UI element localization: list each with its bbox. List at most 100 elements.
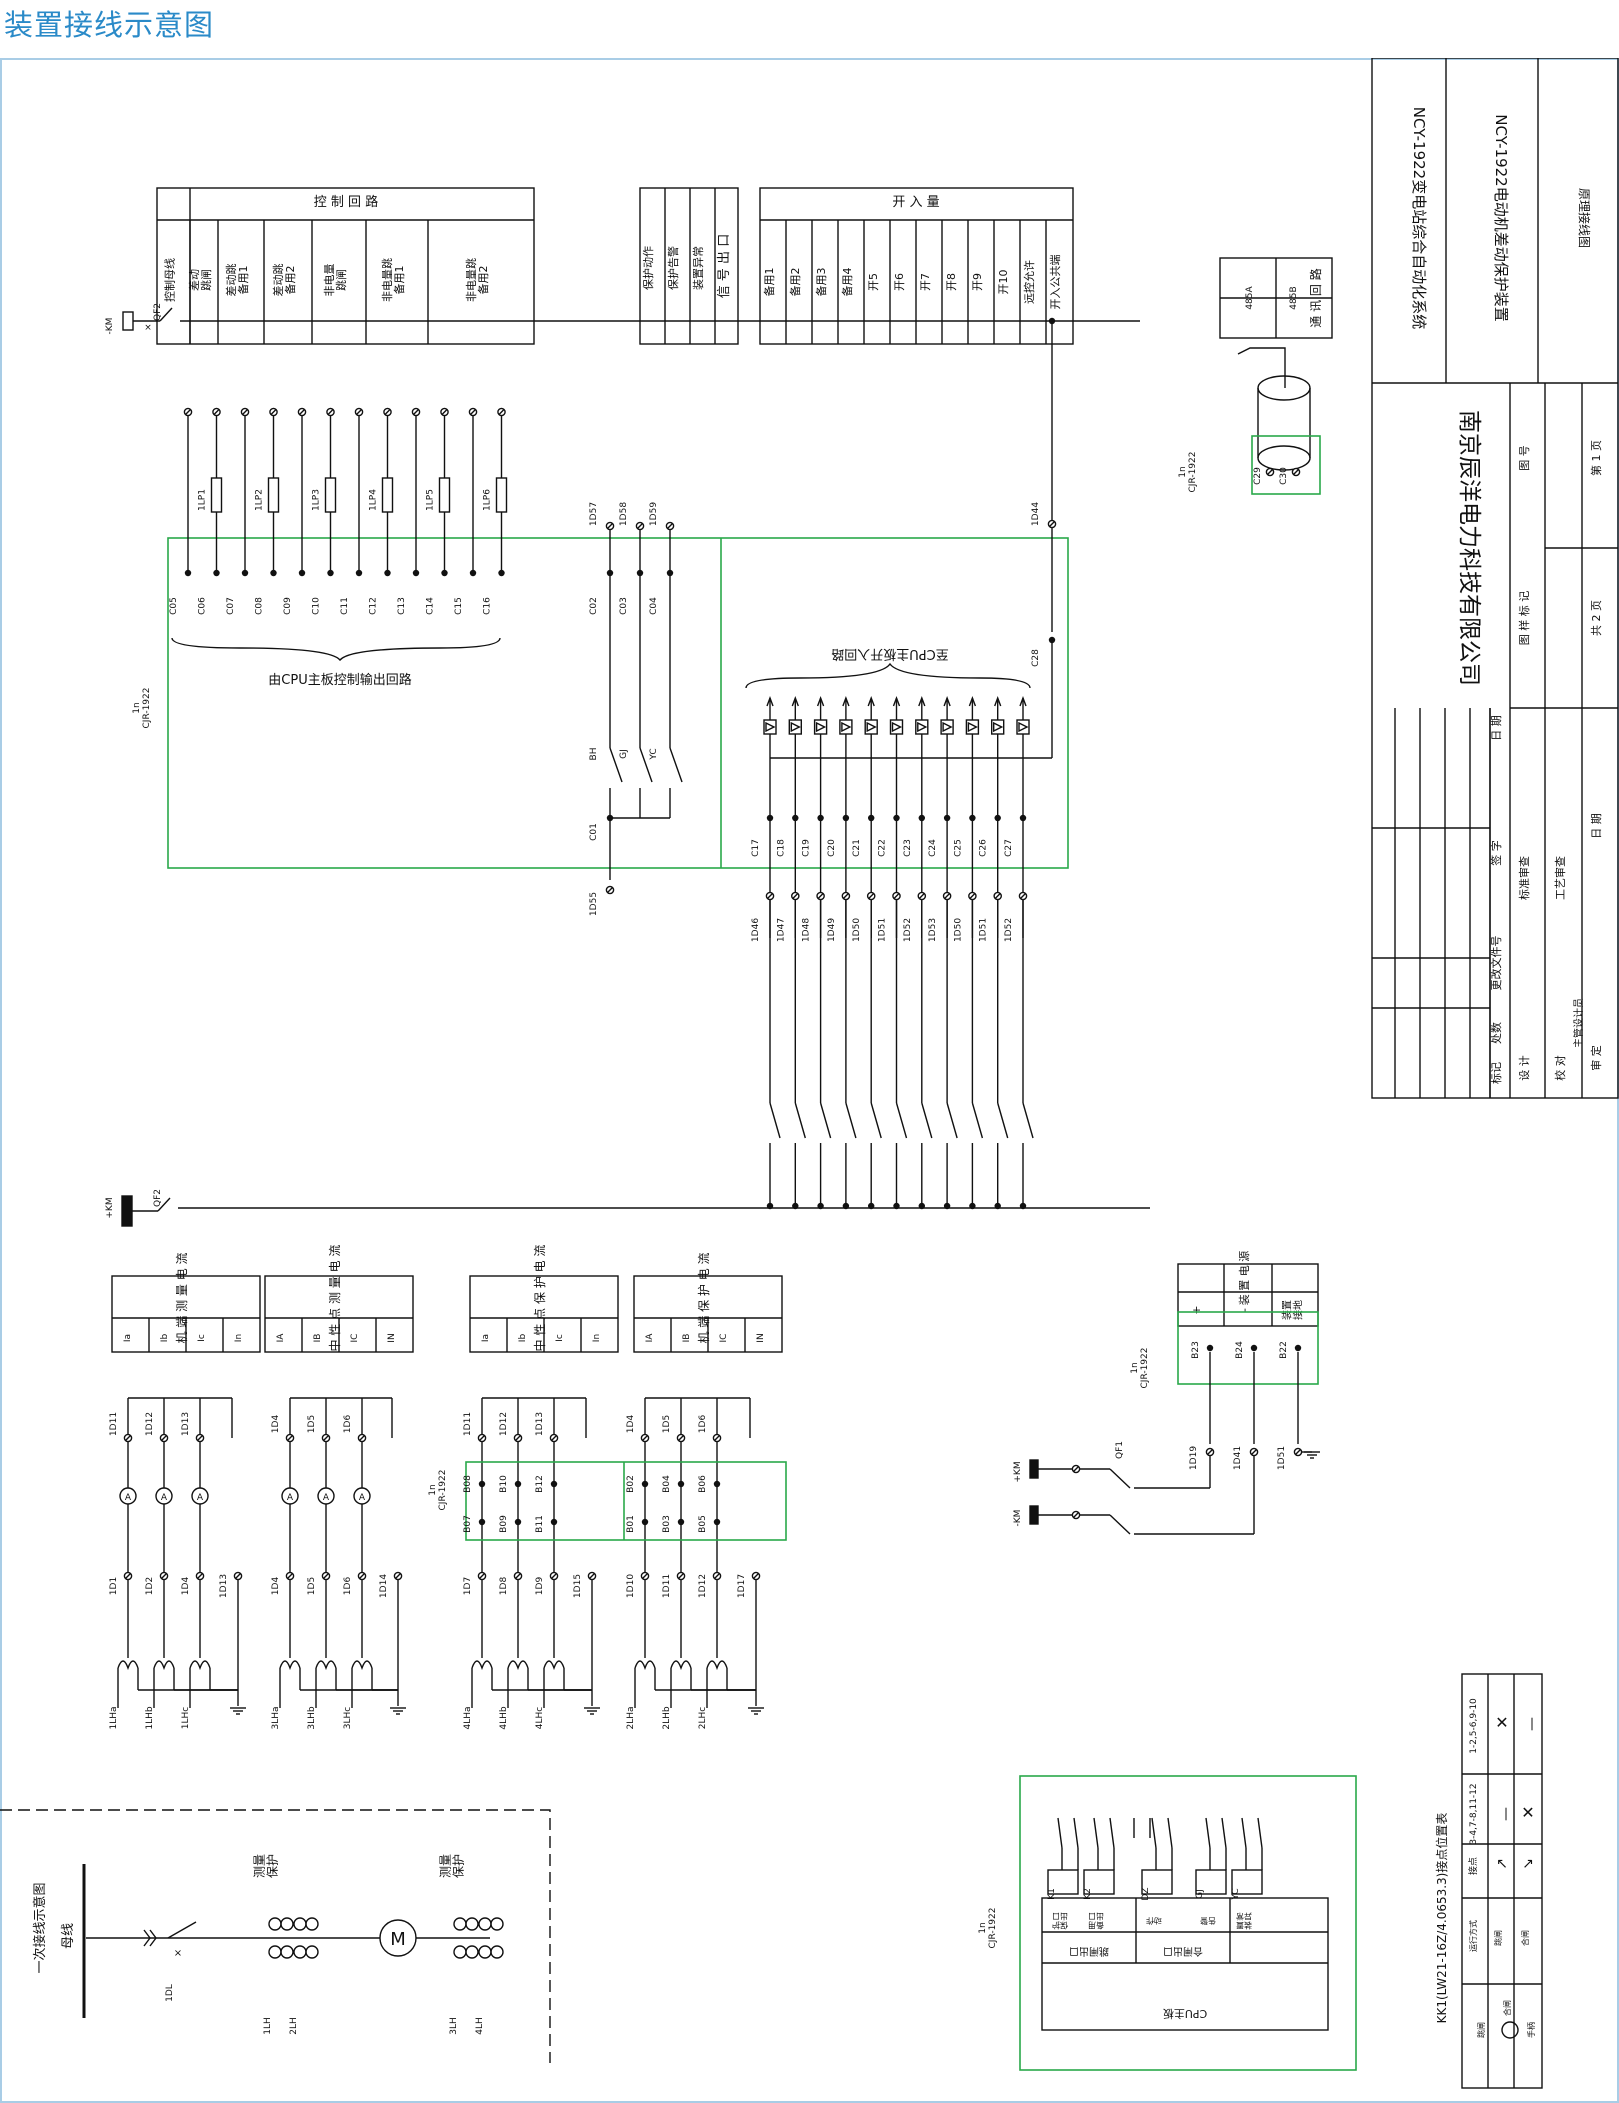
- output-term-label: C14: [426, 597, 436, 615]
- kk-cell-on: ✕: [1521, 1803, 1534, 1822]
- arrow-icon: [791, 696, 799, 707]
- comm-term: C29: [1253, 467, 1263, 485]
- kk-cell-on: ✕: [1495, 1713, 1508, 1732]
- pressure-plate: [438, 477, 451, 513]
- ct-coil-icon: [670, 1660, 692, 1671]
- power-d: 1D51: [1277, 1446, 1287, 1470]
- ground-icon: [1304, 1451, 1320, 1459]
- arrow-icon: [842, 696, 850, 707]
- ammeter-label: A: [359, 1493, 366, 1503]
- pub-term-label: C28: [1031, 649, 1041, 667]
- b-top-label: B10: [499, 1475, 509, 1493]
- breaker: [167, 1921, 197, 1939]
- ct-top-label: 1D12: [145, 1412, 155, 1436]
- terminal: [1071, 1464, 1081, 1474]
- current-col-label: IN: [387, 1333, 397, 1342]
- ct-ring-icon: [293, 1917, 307, 1931]
- ct-top-label: 1D11: [463, 1412, 473, 1436]
- contact-label: YC: [649, 748, 659, 760]
- ct-bot-label: 1D4: [271, 1577, 281, 1596]
- power-pos-label: +KM: [1013, 1461, 1023, 1482]
- terminal: [357, 1433, 367, 1443]
- output-terminal: [183, 407, 193, 417]
- ct-bot-label: 1D11: [662, 1574, 672, 1598]
- ct-primary-label: 1LH: [263, 2017, 273, 2035]
- input-terminal: [1018, 891, 1028, 901]
- ct-label: 2LHa: [626, 1706, 636, 1729]
- junction-dot: [1048, 636, 1056, 644]
- ammeter-label: A: [287, 1493, 294, 1503]
- contact: [609, 747, 623, 783]
- current-col-label: In: [592, 1334, 602, 1342]
- output-term-label: C08: [255, 597, 265, 615]
- input-term-label: C27: [1004, 839, 1014, 857]
- ct-bot-label: 1D15: [573, 1574, 583, 1598]
- title-block: [1371, 58, 1619, 1099]
- pressure-plate: [495, 477, 508, 513]
- output-term-label: C11: [340, 597, 350, 615]
- ct-label: 3LHb: [307, 1706, 317, 1730]
- wire: [1241, 1817, 1247, 1849]
- relay-cell: 动作: [1146, 1916, 1162, 1926]
- terminal: [605, 521, 615, 531]
- ct-bot-label: 1D13: [219, 1574, 229, 1598]
- power-pos: +: [1190, 1305, 1203, 1314]
- input-column-label: 备用1: [762, 268, 776, 297]
- switch-contact: [895, 1102, 908, 1139]
- diode-icon: [790, 721, 801, 733]
- input-d-label: 1D50: [852, 918, 862, 942]
- pressure-plate: [324, 477, 337, 513]
- relay-coil: [1047, 1869, 1079, 1895]
- ammeter-label: A: [125, 1493, 132, 1503]
- input-term-label: C19: [802, 839, 812, 857]
- ct-bot-label: 1D6: [343, 1577, 353, 1596]
- control-column-label: 差动跳备用1: [224, 264, 250, 297]
- current-col-label: IN: [756, 1333, 766, 1342]
- input-terminal: [993, 891, 1003, 901]
- junction-dot: [677, 1518, 685, 1526]
- ct-label: 3LHc: [343, 1707, 353, 1730]
- junction-dot: [327, 569, 334, 577]
- qf2-label: QF2: [153, 303, 163, 321]
- arrow-icon: [918, 696, 926, 707]
- current-col-label: Ic: [555, 1334, 565, 1342]
- ct-bot-label: 1D9: [535, 1577, 545, 1596]
- output-terminal: [297, 407, 307, 417]
- terminal: [233, 1571, 243, 1581]
- ct-coil-icon: [351, 1660, 373, 1671]
- kk-cell-off: —: [1524, 1717, 1540, 1731]
- pub-d-label: 1D44: [1031, 502, 1041, 526]
- ground-icon: [230, 1707, 246, 1715]
- output-term-label: C12: [369, 597, 379, 615]
- rev-mark: 标记: [1489, 1062, 1503, 1084]
- output-terminal: [212, 407, 221, 417]
- ct-label: 4LHa: [463, 1706, 473, 1729]
- comm-b: 485B: [1289, 286, 1299, 309]
- current-table-header: 中 性 点 测 量 电 流: [327, 1245, 342, 1352]
- motor-icon: [379, 1919, 417, 1957]
- rev-count: 处数: [1490, 1022, 1503, 1044]
- b-top-label: B08: [463, 1475, 473, 1493]
- craft-review: 工艺审查: [1553, 856, 1567, 900]
- fuse: [1029, 1505, 1039, 1525]
- ct-ring-icon: [490, 1945, 504, 1959]
- output-terminal: [326, 407, 335, 417]
- kk-row: 跳闸: [1493, 1930, 1503, 1946]
- kk-cell-off: —: [1498, 1807, 1514, 1821]
- ammeter-label: A: [197, 1493, 204, 1503]
- input-term-label: C20: [827, 839, 837, 857]
- ct-box-ref: 1nCJR-1922: [428, 1470, 448, 1511]
- ct-top-label: 1D4: [626, 1415, 636, 1434]
- power-term: B23: [1191, 1341, 1201, 1359]
- input-column-label: 开10: [997, 270, 1010, 295]
- diode-icon: [1018, 721, 1029, 733]
- output-terminal: [468, 407, 478, 417]
- input-column-label: 开8: [945, 273, 958, 291]
- current-col-label: Ia: [123, 1334, 133, 1342]
- ammeter-icon: [119, 1487, 137, 1505]
- relay-label: YC: [1231, 1888, 1241, 1900]
- ct-label: 4LHb: [499, 1706, 509, 1730]
- junction-dot: [713, 1518, 721, 1526]
- output-terminal: [411, 407, 421, 417]
